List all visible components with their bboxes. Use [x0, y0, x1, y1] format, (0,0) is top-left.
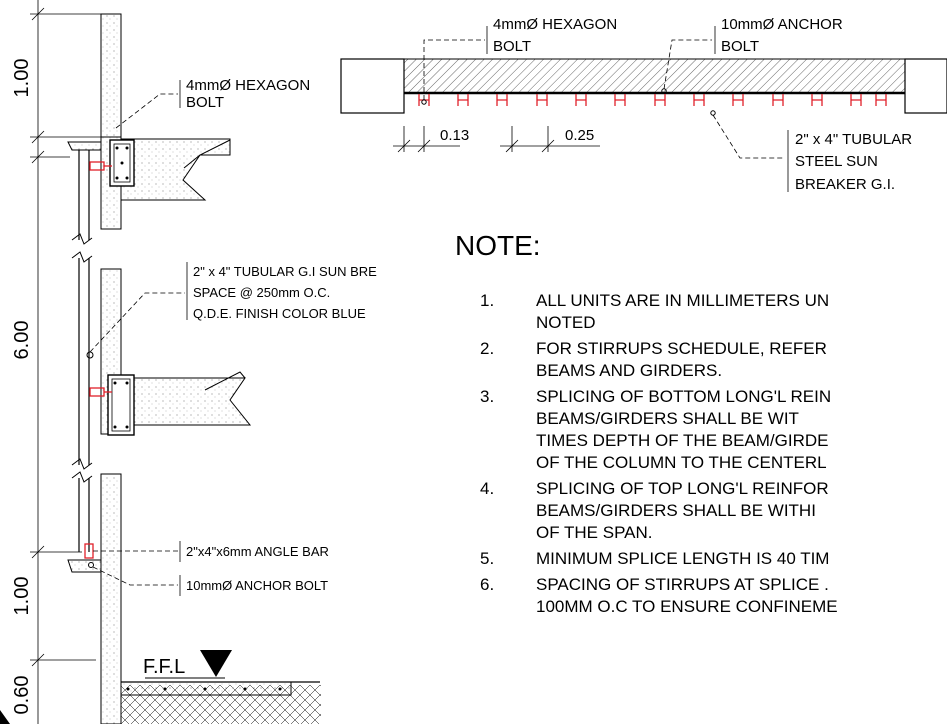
- label-left-hex-2: BOLT: [186, 94, 224, 111]
- dim-v2: 6.00: [11, 321, 33, 360]
- wall-lower: [100, 473, 122, 724]
- vertical-dimensions: [30, 0, 101, 724]
- note-title: NOTE:: [455, 230, 541, 261]
- slab-upper: [120, 138, 231, 201]
- label-top-hex-bolt-1: 4mmØ HEXAGON: [493, 16, 617, 33]
- plan-tube-marker: [710, 110, 716, 116]
- label-sun-1: 2" x 4" TUBULAR G.I SUN BRE: [193, 264, 377, 279]
- slab-lower: [120, 377, 252, 426]
- dim-v4: 0.60: [11, 676, 33, 715]
- dim-label-a: 0.13: [440, 127, 469, 144]
- note-text: ALL UNITS ARE IN MILLIMETERS UN NOTED: [536, 290, 829, 334]
- label-tube-3: BREAKER G.I.: [795, 176, 895, 193]
- sun-breaker-tube: [78, 150, 90, 552]
- dim-v1: 1.00: [11, 59, 33, 98]
- note-line: NOTED: [536, 313, 596, 332]
- note-line: MINIMUM SPLICE LENGTH IS 40 TIM: [536, 549, 830, 568]
- note-number: 4.: [480, 479, 495, 498]
- note-number: 5.: [480, 549, 495, 568]
- plan-tube-sections: [418, 94, 887, 106]
- label-anchor-bolt: 10mmØ ANCHOR BOLT: [186, 578, 328, 593]
- note-number: 3.: [480, 387, 495, 406]
- note-text: SPLICING OF TOP LONG'L REINFOR BEAMS/GIRD…: [536, 478, 829, 544]
- label-left-hex-1: 4mmØ HEXAGON: [186, 77, 310, 94]
- note-text: SPACING OF STIRRUPS AT SPLICE . 100MM O.C…: [536, 574, 838, 618]
- label-sun-3: Q.D.E. FINISH COLOR BLUE: [193, 306, 366, 321]
- label-sun-2: SPACE @ 250mm O.C.: [193, 285, 330, 300]
- label-top-hex-bolt-2: BOLT: [493, 38, 531, 55]
- note-number: 1.: [480, 291, 495, 310]
- note-line: OF THE COLUMN TO THE CENTERL: [536, 453, 827, 472]
- tube-brackets: [84, 161, 112, 559]
- label-tube-2: STEEL SUN: [795, 153, 878, 170]
- note-line: FOR STIRRUPS SCHEDULE, REFER: [536, 339, 827, 358]
- note-line: BEAMS/GIRDERS SHALL BE WIT: [536, 409, 799, 428]
- note-text: FOR STIRRUPS SCHEDULE, REFER BEAMS AND GI…: [536, 338, 827, 382]
- note-line: SPLICING OF BOTTOM LONG'L REIN: [536, 387, 832, 406]
- label-ffl: F.F.L: [143, 656, 185, 678]
- dim-label-b: 0.25: [565, 127, 594, 144]
- section-detail: [0, 0, 321, 724]
- label-top-anchor-2: BOLT: [721, 38, 759, 55]
- plan-hatched-wall: [403, 58, 906, 94]
- plan-left-post: [340, 58, 405, 114]
- plan-right-post: [904, 58, 947, 114]
- label-top-anchor-1: 10mmØ ANCHOR: [721, 16, 843, 33]
- note-line: TIMES DEPTH OF THE BEAM/GIRDE: [536, 431, 829, 450]
- note-text: MINIMUM SPLICE LENGTH IS 40 TIM: [536, 548, 829, 570]
- note-line: SPACING OF STIRRUPS AT SPLICE .: [536, 575, 829, 594]
- label-angle-bar: 2"x4"x6mm ANGLE BAR: [186, 544, 329, 559]
- wall-top: [100, 13, 122, 138]
- note-number: 2.: [480, 339, 495, 358]
- note-line: SPLICING OF TOP LONG'L REINFOR: [536, 479, 829, 498]
- ffl-marker: [200, 650, 232, 677]
- note-line: OF THE SPAN.: [536, 523, 653, 542]
- note-line: ALL UNITS ARE IN MILLIMETERS UN: [536, 291, 830, 310]
- note-number: 6.: [480, 575, 495, 594]
- note-line: BEAMS AND GIRDERS.: [536, 361, 723, 380]
- label-tube-1: 2" x 4" TUBULAR: [795, 131, 912, 148]
- dim-v3: 1.00: [11, 577, 33, 616]
- note-text: SPLICING OF BOTTOM LONG'L REIN BEAMS/GIRD…: [536, 386, 831, 474]
- note-line: 100MM O.C TO ENSURE CONFINEME: [536, 597, 838, 616]
- plan-detail: [340, 26, 947, 192]
- note-line: BEAMS/GIRDERS SHALL BE WITHI: [536, 501, 816, 520]
